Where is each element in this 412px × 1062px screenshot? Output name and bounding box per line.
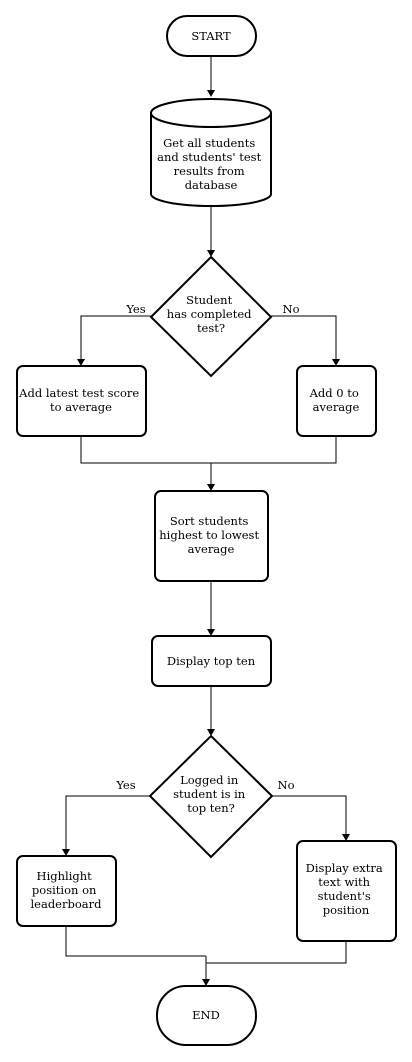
arrowhead: [62, 849, 70, 856]
connector-top-yes-branch: [65, 795, 150, 849]
branch-label-top-yes: Yes: [115, 778, 135, 792]
branch-label-test-no: No: [283, 302, 300, 316]
database-top: [150, 98, 272, 128]
connector-extra-to-end: [206, 941, 347, 964]
add-latest-label: Add latest test score to average: [18, 386, 143, 414]
arrowhead: [207, 484, 215, 491]
connector-top-no-branch: [272, 795, 347, 834]
branch-label-test-yes: Yes: [125, 302, 145, 316]
decision-completed-test-label: Student has completed test?: [167, 293, 255, 335]
database-body: [150, 113, 272, 207]
connector-highlight-to-end: [65, 926, 206, 957]
connector-yes-branch: [80, 315, 151, 359]
highlight-label: Highlight position on leaderboard: [30, 869, 102, 911]
process-add-latest: [16, 365, 147, 437]
arrowhead: [207, 90, 215, 97]
arrowhead: [207, 729, 215, 736]
end-label: END: [192, 1008, 220, 1022]
sort-students-label: Sort students highest to lowest average: [159, 514, 262, 556]
decision-logged-in-label: Logged in student is in top ten?: [173, 773, 249, 815]
process-display-extra: [296, 840, 397, 942]
decision-logged-in: [148, 734, 274, 859]
arrowhead: [202, 979, 210, 986]
arrowhead: [77, 359, 85, 366]
decision-completed-test: [149, 255, 273, 378]
connector-merge: [80, 436, 337, 464]
process-sort-students: [154, 490, 269, 582]
database-cylinder: [150, 98, 272, 207]
arrowhead: [342, 834, 350, 841]
start-label: START: [191, 29, 231, 43]
arrowhead: [207, 629, 215, 636]
branch-label-top-no: No: [278, 778, 295, 792]
display-top-ten-label: Display top ten: [167, 654, 256, 668]
connectors: [62, 57, 350, 986]
connector-no-branch: [271, 315, 337, 359]
add-zero-label: Add 0 to average: [309, 386, 363, 414]
end-terminator: [156, 985, 257, 1046]
database-label: Get all students and students' test resu…: [157, 136, 265, 192]
process-add-zero: [296, 365, 377, 437]
start-terminator: [166, 15, 257, 57]
process-highlight: [16, 855, 117, 927]
arrowhead: [207, 250, 215, 257]
process-display-top-ten: [151, 635, 272, 687]
arrowhead: [332, 359, 340, 366]
display-extra-label: Display extra text with student's positi…: [306, 861, 387, 917]
